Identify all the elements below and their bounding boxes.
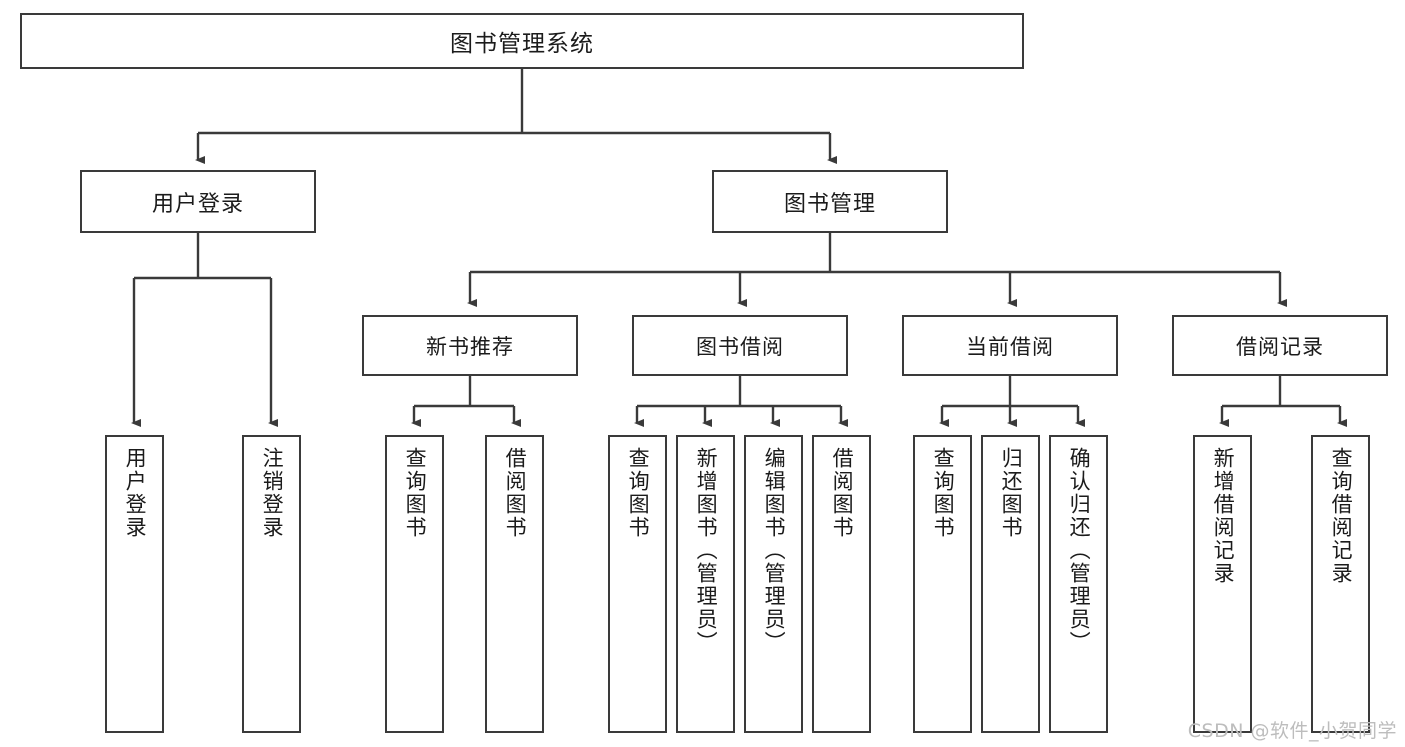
- node-current-borrow-label: 当前借阅: [966, 334, 1054, 359]
- leaf-query-book-borrow-label: 查询图书: [626, 447, 651, 539]
- leaf-borrow-book-recommend-label: 借阅图书: [503, 447, 528, 539]
- leaf-add-book-admin[interactable]: 新增图书（管理员）: [676, 435, 735, 733]
- leaf-query-book-borrow[interactable]: 查询图书: [608, 435, 667, 733]
- node-root[interactable]: 图书管理系统: [20, 13, 1024, 69]
- leaf-return-book[interactable]: 归还图书: [981, 435, 1040, 733]
- node-book-management-label: 图书管理: [783, 191, 876, 217]
- leaf-query-book-current-label: 查询图书: [931, 447, 956, 539]
- leaf-logout-label: 注销登录: [260, 447, 285, 539]
- node-book-borrow[interactable]: 图书借阅: [632, 315, 848, 376]
- node-borrow-record-label: 借阅记录: [1236, 334, 1324, 359]
- watermark: CSDN @软件_小贺同学: [1187, 720, 1397, 742]
- leaf-logout[interactable]: 注销登录: [242, 435, 301, 733]
- leaf-confirm-return-admin-label: 确认归还（管理员）: [1067, 447, 1092, 654]
- leaf-query-book-recommend-label: 查询图书: [403, 447, 428, 539]
- node-user-login[interactable]: 用户登录: [80, 170, 316, 233]
- node-root-label: 图书管理系统: [450, 31, 594, 57]
- leaf-edit-book-admin-label: 编辑图书（管理员）: [762, 447, 787, 654]
- leaf-add-borrow-record-label: 新增借阅记录: [1211, 447, 1236, 585]
- node-borrow-record[interactable]: 借阅记录: [1172, 315, 1388, 376]
- node-book-borrow-label: 图书借阅: [696, 334, 784, 359]
- node-book-management[interactable]: 图书管理: [712, 170, 948, 233]
- leaf-user-login-label: 用户登录: [123, 447, 148, 539]
- leaf-query-book-recommend[interactable]: 查询图书: [385, 435, 444, 733]
- node-new-book-recommend[interactable]: 新书推荐: [362, 315, 578, 376]
- node-current-borrow[interactable]: 当前借阅: [902, 315, 1118, 376]
- node-user-login-label: 用户登录: [151, 191, 244, 217]
- leaf-query-borrow-record-label: 查询借阅记录: [1329, 447, 1354, 585]
- leaf-edit-book-admin[interactable]: 编辑图书（管理员）: [744, 435, 803, 733]
- leaf-query-book-current[interactable]: 查询图书: [913, 435, 972, 733]
- leaf-query-borrow-record[interactable]: 查询借阅记录: [1311, 435, 1370, 733]
- leaf-borrow-book[interactable]: 借阅图书: [812, 435, 871, 733]
- leaf-add-borrow-record[interactable]: 新增借阅记录: [1193, 435, 1252, 733]
- leaf-user-login[interactable]: 用户登录: [105, 435, 164, 733]
- leaf-return-book-label: 归还图书: [999, 447, 1024, 539]
- node-new-book-recommend-label: 新书推荐: [426, 334, 514, 359]
- leaf-confirm-return-admin[interactable]: 确认归还（管理员）: [1049, 435, 1108, 733]
- leaf-borrow-book-recommend[interactable]: 借阅图书: [485, 435, 544, 733]
- leaf-borrow-book-label: 借阅图书: [830, 447, 855, 539]
- leaf-add-book-admin-label: 新增图书（管理员）: [694, 447, 719, 654]
